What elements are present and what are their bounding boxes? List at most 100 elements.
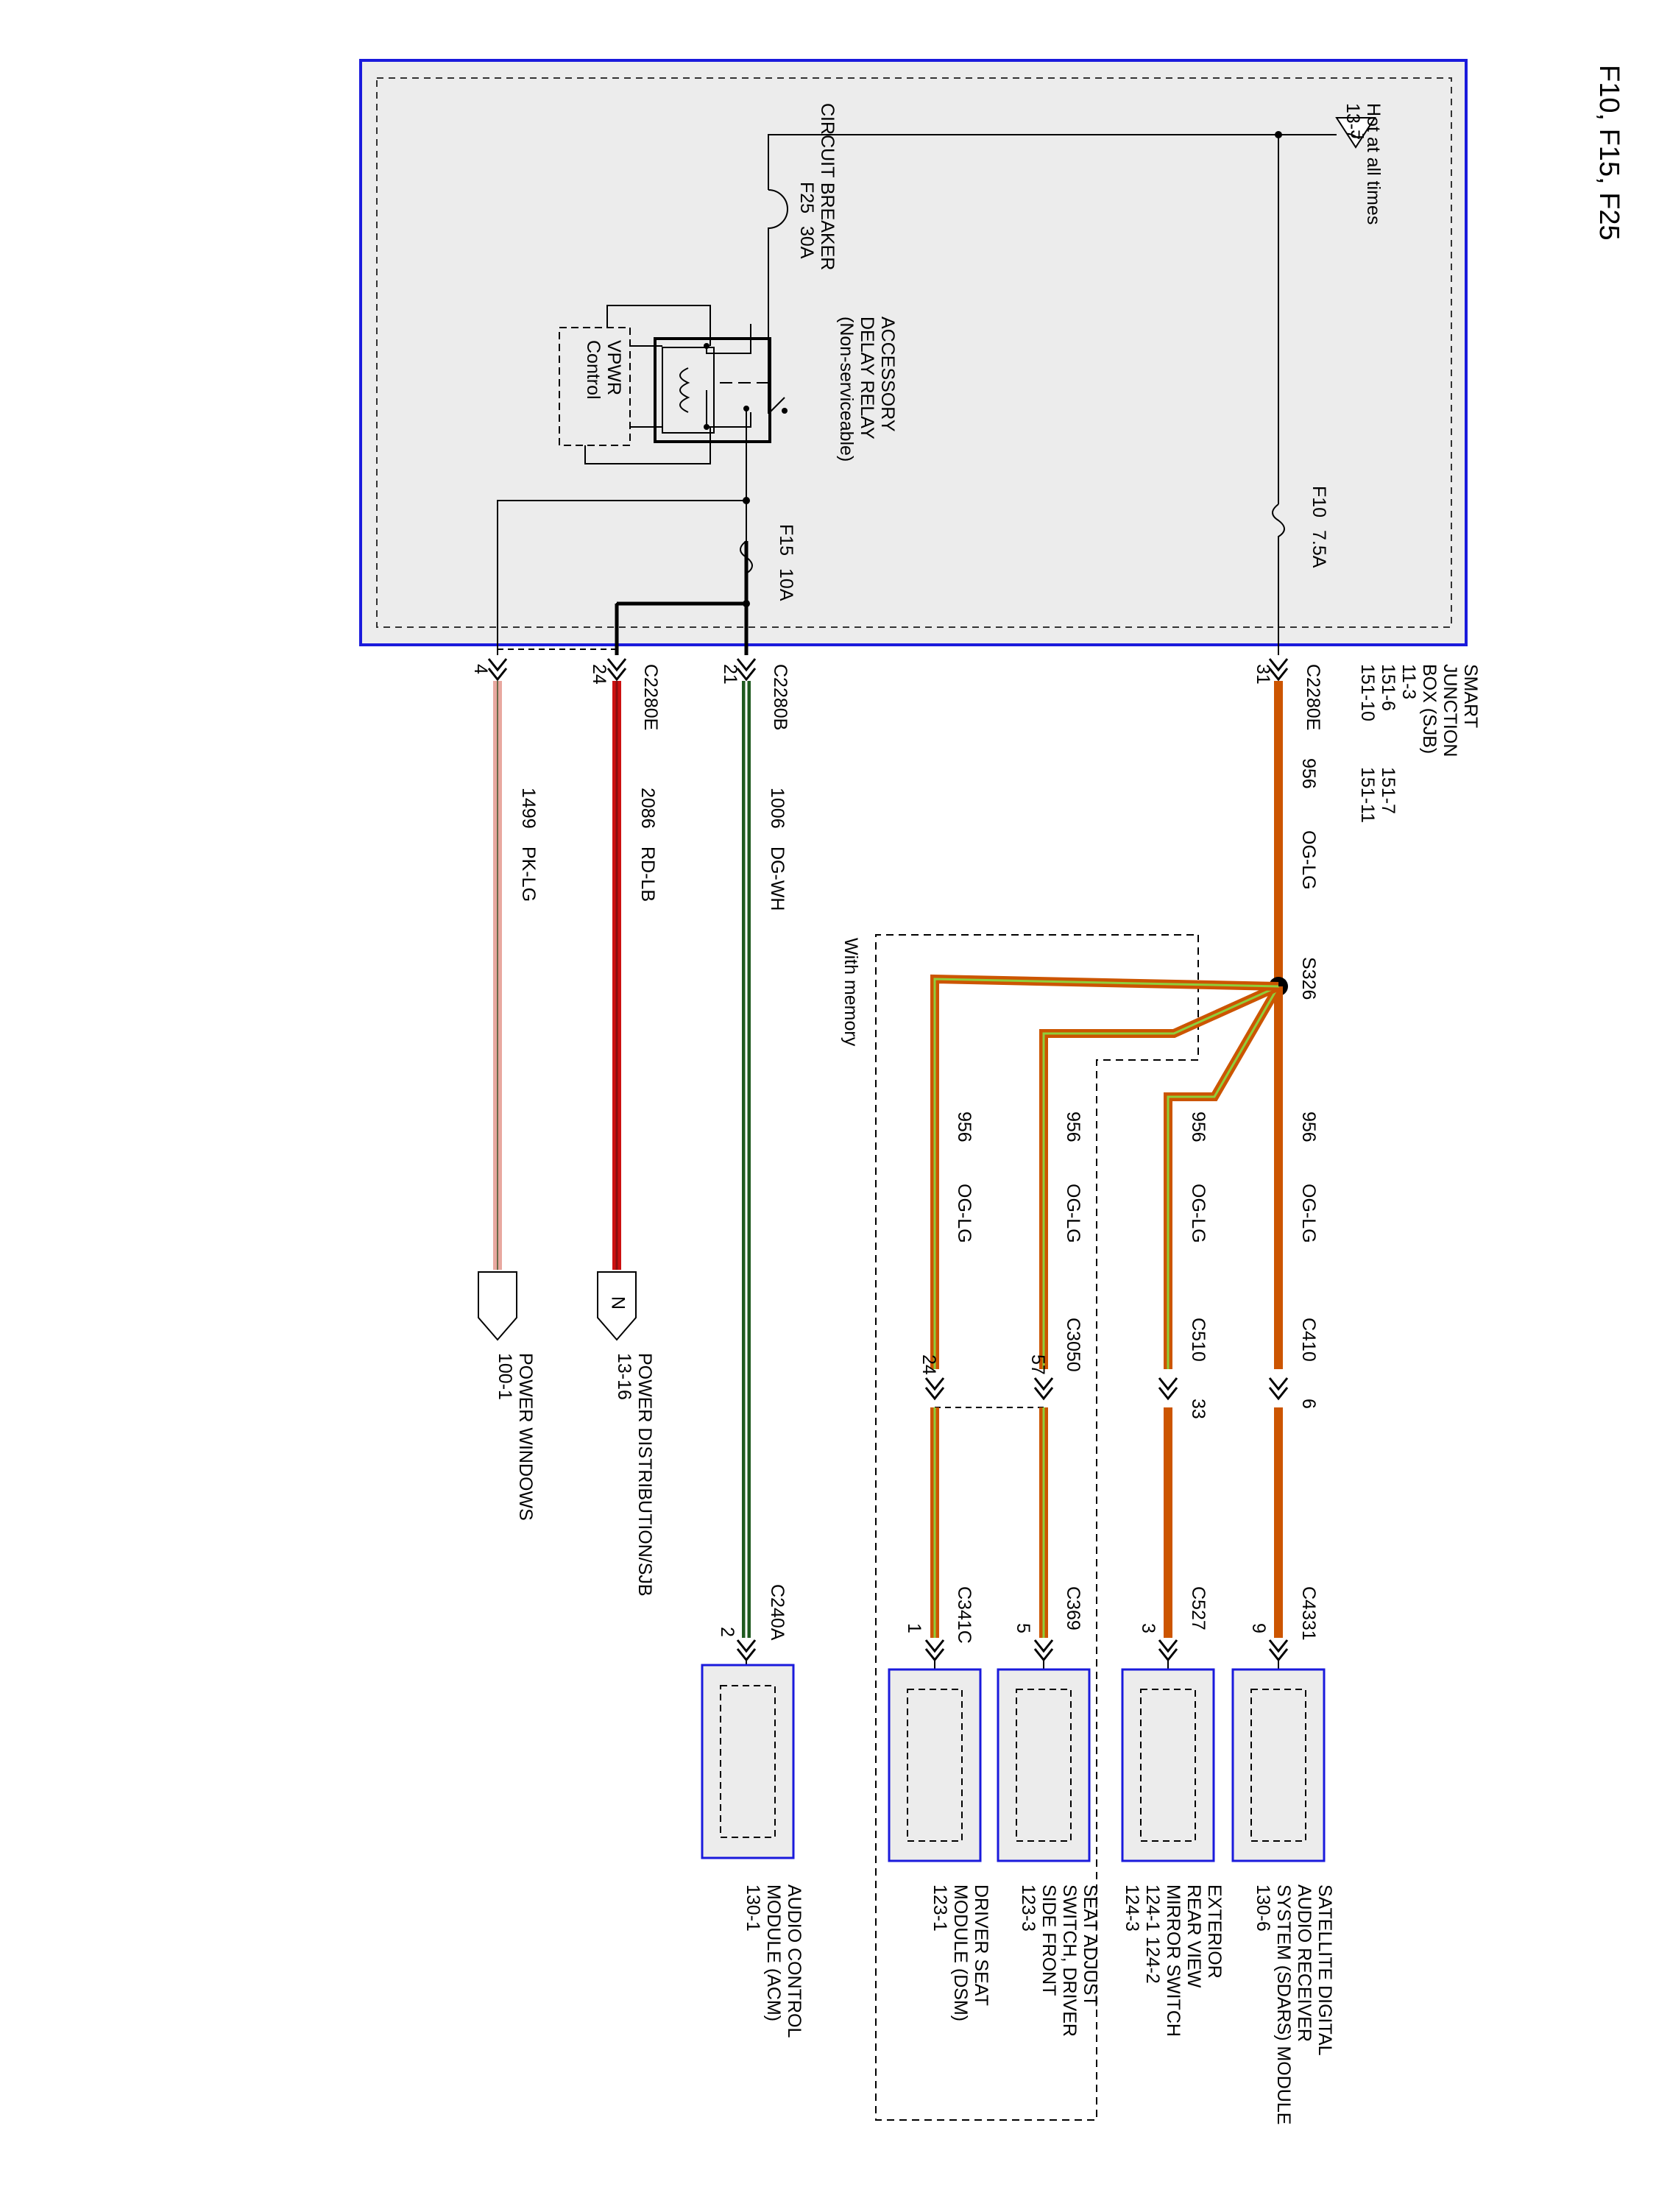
branch-sdars-inline: C410 — [1298, 1318, 1319, 1362]
hot-ref-label: 13-7 — [1342, 103, 1363, 140]
mirror-ref-2: 124-3 — [1122, 1884, 1142, 1932]
sjb-ref: 151-6 — [1378, 664, 1398, 711]
relay-name-line-3: (Non-serviceable) — [836, 317, 857, 462]
f25-name: F25 — [796, 182, 817, 213]
pw-name: POWER WINDOWS — [515, 1353, 536, 1521]
power-windows-arrow — [478, 1271, 517, 1341]
dsm-pin: 1 — [904, 1623, 924, 1633]
acm-ref: 130-1 — [743, 1884, 763, 1932]
with-memory-region — [875, 934, 1199, 2121]
sjb-inner-boundary — [376, 77, 1452, 628]
power-distribution-arrow — [597, 1271, 637, 1341]
vpwr-wiring — [584, 305, 711, 464]
branch-mirror-circuit: 956 — [1188, 1112, 1209, 1142]
pin-21: 21 — [720, 664, 740, 685]
hot-at-all-times-label: Hot at all times — [1363, 103, 1384, 225]
connector-c2280b: C2280B — [770, 664, 790, 730]
relay-coil-terminal — [704, 343, 710, 349]
page-title: F10, F15, F25 — [1593, 65, 1624, 241]
pd-ref: 13-16 — [614, 1353, 634, 1400]
feed-circuit-number: 956 — [1298, 758, 1319, 789]
branch-wires — [930, 974, 1283, 1369]
seat-switch-ref: 123-3 — [1018, 1884, 1038, 1932]
mirror-pin: 3 — [1138, 1623, 1158, 1633]
branch-sdars-circuit: 956 — [1298, 1112, 1319, 1142]
pw-circuit-number: 1499 — [518, 788, 539, 829]
circuit-breaker-label: CIRCUIT BREAKER — [817, 103, 838, 270]
sdars-pin: 9 — [1248, 1623, 1269, 1633]
seat-switch-name-2: SWITCH, DRIVER — [1059, 1884, 1080, 2037]
pin-31: 31 — [1253, 664, 1273, 685]
pin-4: 4 — [470, 664, 491, 674]
branch-seat-switch-inline: C3050 — [1063, 1318, 1083, 1372]
acm-wire-color: DG-WH — [767, 847, 788, 911]
sdars-module-box — [1231, 1668, 1326, 1862]
vpwr-control-label: Control — [583, 340, 604, 400]
sjb-name-line-3: BOX (SJB) — [1419, 664, 1440, 754]
sjb-ref: 151-7 — [1378, 767, 1398, 814]
inline-connectors — [924, 1377, 1289, 1401]
junction-dot — [743, 600, 750, 607]
acm-pin: 2 — [717, 1627, 737, 1637]
relay-coil-icon — [679, 367, 690, 413]
branch-mirror-inline: C510 — [1188, 1318, 1209, 1362]
sjb-name-line-2: JUNCTION — [1440, 664, 1460, 757]
dsm-box — [888, 1668, 982, 1862]
with-memory-label: With memory — [841, 938, 861, 1047]
lower-branch-wires — [930, 1407, 1283, 1638]
f15-name: F15 — [776, 524, 796, 556]
branch-dsm-circuit: 956 — [954, 1112, 974, 1142]
junction-dot — [743, 497, 750, 504]
pw-ref: 100-1 — [495, 1353, 515, 1400]
relay-coil-terminal — [704, 424, 710, 430]
pw-wire-color: PK-LG — [518, 847, 539, 902]
acm-name-1: AUDIO CONTROL — [784, 1884, 804, 2038]
branch-seat-switch-pin-a: 57 — [1027, 1354, 1048, 1375]
sjb-ref: 151-10 — [1357, 664, 1378, 721]
seat-switch-pin: 5 — [1013, 1623, 1033, 1633]
branch-dsm-pin-a: 24 — [919, 1354, 939, 1375]
sjb-edge-connectors — [487, 658, 1289, 682]
relay-name-line-2: DELAY RELAY — [857, 317, 877, 439]
module-boxes — [701, 1664, 1326, 1862]
branch-dsm-color: OG-LG — [954, 1184, 974, 1243]
mirror-name-1: EXTERIOR — [1204, 1884, 1225, 1979]
vpwr-control-box — [559, 327, 631, 446]
relay-coil — [662, 347, 715, 434]
sdars-name-1: SATELLITE DIGITAL — [1314, 1884, 1335, 2056]
acm-box — [701, 1664, 795, 1859]
mirror-name-3: MIRROR SWITCH — [1163, 1884, 1183, 2037]
sjb-ref: 151-11 — [1357, 767, 1378, 823]
seat-switch-box — [997, 1668, 1091, 1862]
relay-contact — [743, 406, 749, 411]
seat-switch-connector: C369 — [1063, 1586, 1083, 1630]
branch-seat-switch-color: OG-LG — [1063, 1184, 1083, 1243]
branch-sdars-color: OG-LG — [1298, 1184, 1319, 1243]
feed-wire-color: OG-LG — [1298, 830, 1319, 890]
hot-source-symbol — [1335, 117, 1376, 149]
dsm-connector: C341C — [954, 1586, 974, 1644]
mirror-connector: C527 — [1188, 1586, 1209, 1630]
dsm-name-2: MODULE (DSM) — [950, 1884, 971, 2021]
sdars-name-2: AUDIO RECEIVER — [1294, 1884, 1314, 2042]
sdars-ref: 130-6 — [1253, 1884, 1273, 1932]
seat-switch-name-3: SIDE FRONT — [1038, 1884, 1059, 1996]
dsm-ref: 123-1 — [930, 1884, 950, 1932]
acm-name-2: MODULE (ACM) — [763, 1884, 784, 2021]
module-leads — [746, 1660, 1279, 1669]
f10-name: F10 — [1309, 486, 1329, 517]
pd-arrow-letter: N — [607, 1296, 628, 1310]
acm-circuit-number: 1006 — [767, 788, 788, 829]
sjb-ref: 11-3 — [1398, 664, 1419, 699]
dsm-name-1: DRIVER SEAT — [971, 1884, 991, 2006]
sdars-name-3: SYSTEM (SDARS) MODULE — [1273, 1884, 1294, 2124]
module-connectors — [736, 1639, 1289, 1662]
mirror-switch-box — [1121, 1668, 1215, 1862]
connector-c2280e-24: C2280E — [640, 664, 661, 730]
pd-wire-color: RD-LB — [637, 847, 658, 902]
hot-source-letter: J — [1346, 130, 1367, 140]
mirror-ref-1: 124-1 124-2 — [1142, 1884, 1163, 1984]
relay-name-line-1: ACCESSORY — [877, 317, 898, 432]
branch-mirror-pin-a: 33 — [1188, 1399, 1209, 1419]
